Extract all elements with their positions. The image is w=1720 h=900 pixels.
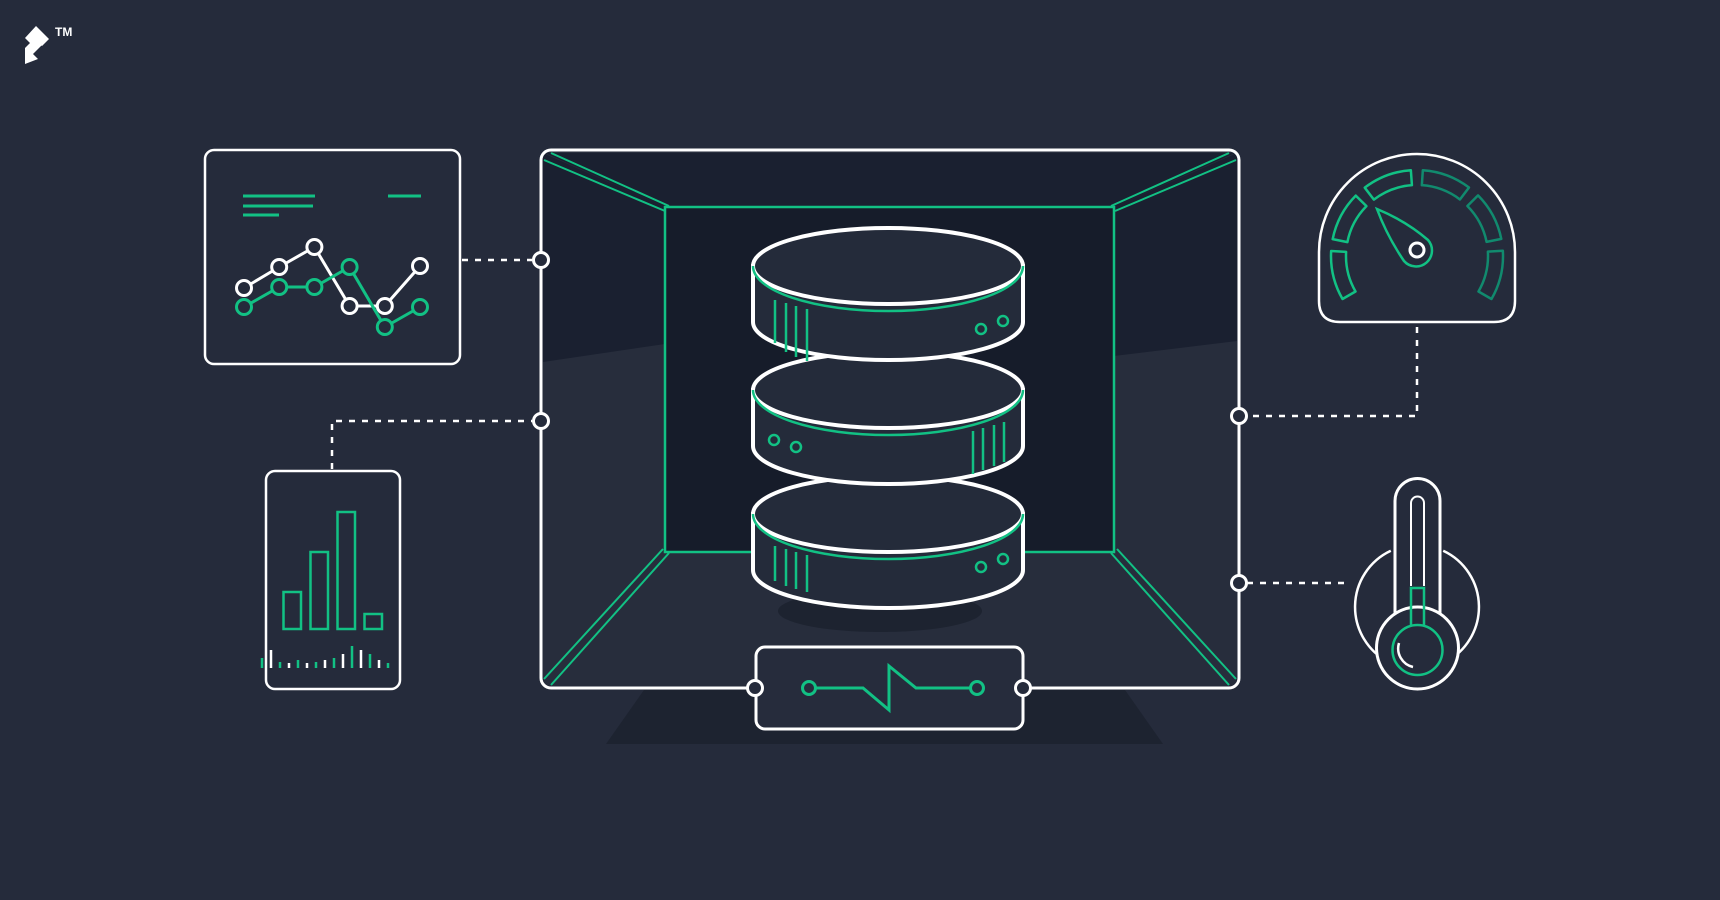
disk2-rim-line — [751, 389, 1025, 437]
gauge-housing — [1317, 152, 1517, 324]
pulse-monitor-panel — [746, 645, 1032, 731]
thermometer-widget — [1353, 477, 1481, 691]
thermo-stem — [1393, 477, 1442, 614]
gauge-needle — [1374, 206, 1434, 268]
gauge-scale-segments — [1329, 168, 1505, 301]
bar-chart-card — [260, 469, 402, 691]
node-pulse-right — [1014, 679, 1032, 697]
thermo-bulb — [1375, 605, 1460, 691]
disk1-vent-lines — [773, 300, 809, 361]
line-chart-series — [235, 238, 429, 336]
connector-nodes — [532, 251, 1248, 592]
database-disk-2 — [751, 350, 1025, 486]
thermo-mercury-bulb — [1391, 623, 1444, 677]
thermo-mercury-column — [1409, 586, 1426, 626]
gauge-pivot — [1408, 241, 1426, 259]
node-right-top — [1230, 407, 1248, 425]
logo-mark-lower — [25, 33, 47, 64]
room-corner-diagonals — [543, 152, 1237, 686]
node-right-bottom — [1230, 574, 1248, 592]
disk3-vent-lines — [773, 546, 809, 592]
node-left-bottom — [532, 412, 550, 430]
pulse-right-terminal — [969, 680, 985, 696]
disk2-status-leds — [767, 433, 803, 454]
toptal-logo: TM — [25, 25, 72, 64]
thermo-ring-right — [1442, 549, 1481, 664]
thermo-ring-left — [1353, 549, 1392, 664]
room-right-wall-upper — [1114, 153, 1237, 356]
pulse-waveform-icon — [815, 662, 971, 714]
disk3-status-leds — [974, 552, 1010, 574]
card-title-lines — [243, 194, 421, 217]
thermo-bulb-highlight — [1396, 642, 1414, 669]
disk1-status-leds — [974, 314, 1010, 336]
disk3-rim-line — [751, 513, 1025, 561]
connectors — [330, 251, 1419, 592]
pulse-left-terminal — [801, 680, 817, 696]
bar-chart-bars — [282, 510, 384, 631]
node-left-top — [532, 251, 550, 269]
disk1-rim-line — [751, 265, 1025, 313]
line-chart-card — [203, 148, 462, 366]
connector-bar-chart — [330, 419, 532, 469]
connector-gauge — [1248, 327, 1419, 418]
node-pulse-left — [746, 679, 764, 697]
database-disk-3 — [751, 474, 1025, 610]
database-stack — [751, 226, 1025, 632]
logo-trademark: TM — [55, 25, 72, 39]
room-left-wall-upper — [543, 153, 665, 362]
room-ceiling — [545, 153, 1235, 207]
disk2-vent-lines — [971, 422, 1006, 474]
gauge-widget — [1317, 152, 1517, 324]
database-disk-1 — [751, 226, 1025, 362]
bar-chart-sparkline — [260, 646, 390, 668]
thermo-inner-tube — [1410, 495, 1425, 586]
